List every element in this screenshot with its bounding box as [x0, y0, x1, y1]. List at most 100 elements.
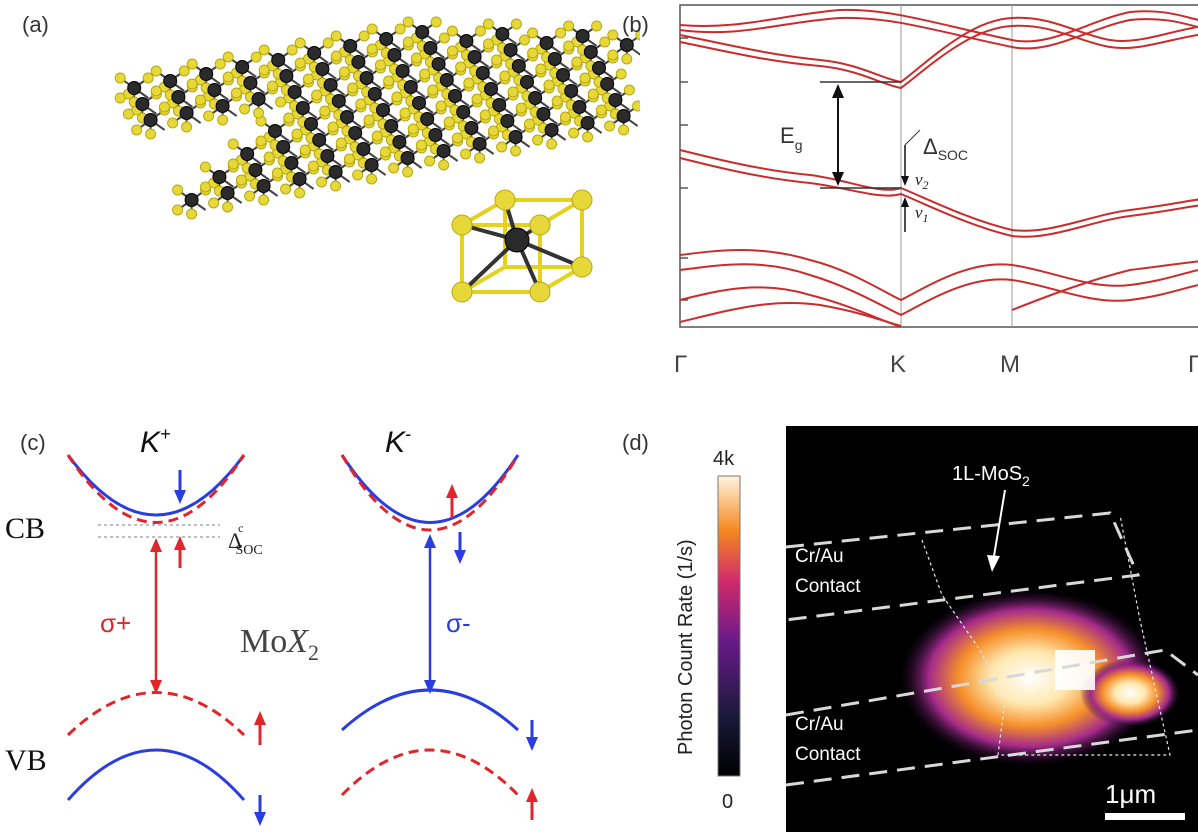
v2-label: v2 [915, 170, 929, 192]
molybdenum-atom [475, 66, 490, 80]
molybdenum-atom [580, 116, 595, 130]
molybdenum-atom [243, 76, 258, 90]
sulfur-atom [571, 56, 583, 68]
kplus-vb-spin-up [66, 691, 246, 737]
molybdenum-atom [467, 50, 482, 64]
sulfur-atom [460, 148, 472, 160]
kminus-cb-spin-down [340, 454, 520, 524]
molybdenum-atom [508, 130, 523, 144]
sulfur-atom [379, 146, 391, 158]
molybdenum-atom [456, 105, 471, 119]
sigma-plus-arrow-down [150, 680, 162, 694]
pl-emission-spot [900, 590, 1160, 766]
sulfur-atom [114, 72, 126, 84]
kminus-cb-down-arrow-head [454, 550, 466, 564]
molybdenum-atom [511, 59, 526, 73]
sulfur-atom [208, 197, 220, 209]
contact-top-line2: Contact [795, 576, 861, 597]
kminus-vb-spin-up [340, 748, 520, 797]
colorbar [717, 475, 741, 777]
molybdenum-atom [387, 48, 402, 62]
sulfur-atom [294, 187, 306, 199]
kplus-cb-spin-up [66, 454, 246, 524]
contact-outlines [785, 511, 1198, 787]
mos2-lattice [114, 16, 647, 220]
sulfur-atom [463, 77, 475, 89]
k-minus-label: K- [385, 424, 411, 459]
sulfur-atom [258, 44, 270, 56]
sulfur-atom [343, 153, 355, 165]
kplus-cb-down-arrow-head [174, 490, 186, 504]
molybdenum-atom [536, 107, 551, 121]
sulfur-atom [214, 58, 226, 70]
dsoc-arrow-head-top [901, 176, 909, 186]
molybdenum-atom [616, 109, 631, 123]
sulfur-atom [258, 194, 270, 206]
sulfur-atom [391, 91, 403, 103]
molybdenum-atom [503, 43, 518, 57]
molybdenum-atom [295, 101, 310, 115]
sulfur-atom [551, 95, 563, 107]
molybdenum-atom [439, 73, 454, 87]
sulfur-atom [595, 104, 607, 116]
molybdenum-atom [304, 117, 318, 131]
panel-a-label: (a) [22, 12, 49, 37]
flake-pointer-head [987, 555, 1000, 572]
sulfur-atom [555, 27, 567, 39]
sulfur-atom [338, 66, 350, 78]
sulfur-atom [294, 37, 306, 49]
sulfur-atom [563, 40, 575, 52]
sulfur-atom [253, 107, 265, 119]
sulfur-atom [568, 127, 580, 139]
vb-label: VB [5, 744, 47, 777]
sulfur-atom [507, 86, 519, 98]
molybdenum-atom [520, 75, 534, 89]
tick-gamma-right: Γ [1188, 351, 1198, 378]
panel-a-svg: (a) [22, 12, 647, 303]
sulfur-atom [487, 125, 499, 137]
scalebar [1105, 813, 1185, 820]
molybdenum-atom [459, 34, 474, 48]
sulfur-atom [335, 137, 347, 149]
sulfur-atom [563, 20, 575, 32]
sulfur-atom [582, 131, 594, 143]
band-curves [679, 8, 1198, 328]
panel-a: (a) [0, 0, 647, 360]
sulfur-atom [222, 71, 234, 83]
sulfur-atom [532, 134, 544, 146]
molybdenum-atom [127, 81, 142, 95]
molybdenum-atom [320, 149, 335, 163]
sulfur-atom [618, 124, 630, 136]
sulfur-atom [371, 130, 383, 142]
molybdenum-atom [423, 41, 438, 55]
sulfur-atom [322, 37, 334, 49]
contact-bottom-line1: Cr/Au [795, 714, 844, 735]
molybdenum-atom [199, 67, 214, 81]
sulfur-atom [474, 152, 486, 164]
molybdenum-atom [143, 113, 158, 127]
sulfur-atom [347, 82, 359, 94]
sulfur-atom [286, 44, 298, 56]
molybdenum-atom [619, 38, 634, 52]
molybdenum-atom [492, 98, 507, 112]
sulfur-atom [222, 51, 234, 63]
molybdenum-atom [312, 133, 327, 147]
sulfur-atom [474, 25, 486, 37]
sulfur-atom [186, 78, 198, 90]
molybdenum-atom [500, 114, 515, 128]
flake-pointer [992, 489, 1006, 563]
molybdenum-atom [464, 121, 479, 135]
molybdenum-atom [400, 151, 415, 165]
sulfur-atom [438, 159, 450, 171]
molybdenum-atom [292, 172, 307, 186]
sulfur-atom [496, 141, 508, 153]
molybdenum-atom [256, 179, 271, 193]
molybdenum-atom [248, 163, 263, 177]
k-plus-label: K+ [140, 424, 171, 459]
sigma-plus-label: σ+ [100, 608, 131, 638]
sulfur-atom [471, 93, 483, 105]
sulfur-atom [355, 98, 367, 110]
kminus-vb-spin-down [340, 688, 520, 732]
sulfur-atom [519, 34, 531, 46]
